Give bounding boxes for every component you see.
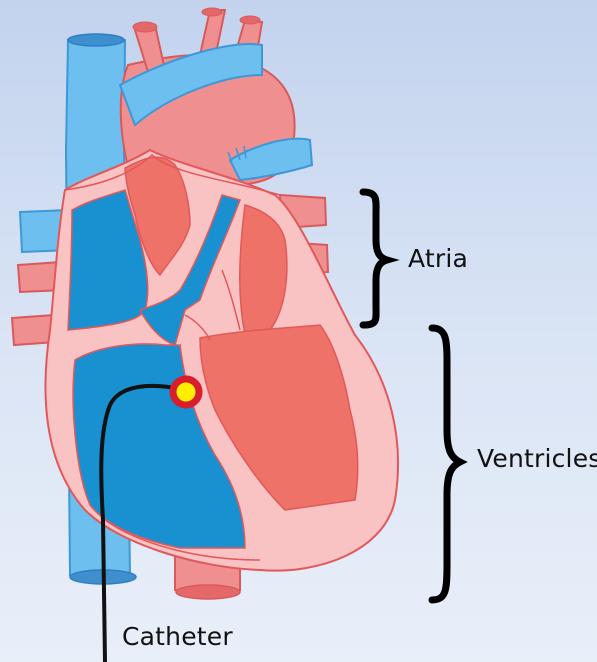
atria-label: Atria xyxy=(408,244,468,273)
ventricles-bracket xyxy=(432,328,460,600)
catheter-label: Catheter xyxy=(122,622,233,651)
catheter-tip xyxy=(173,379,199,405)
ventricles-label: Ventricles xyxy=(477,444,597,473)
atria-bracket xyxy=(363,192,387,325)
